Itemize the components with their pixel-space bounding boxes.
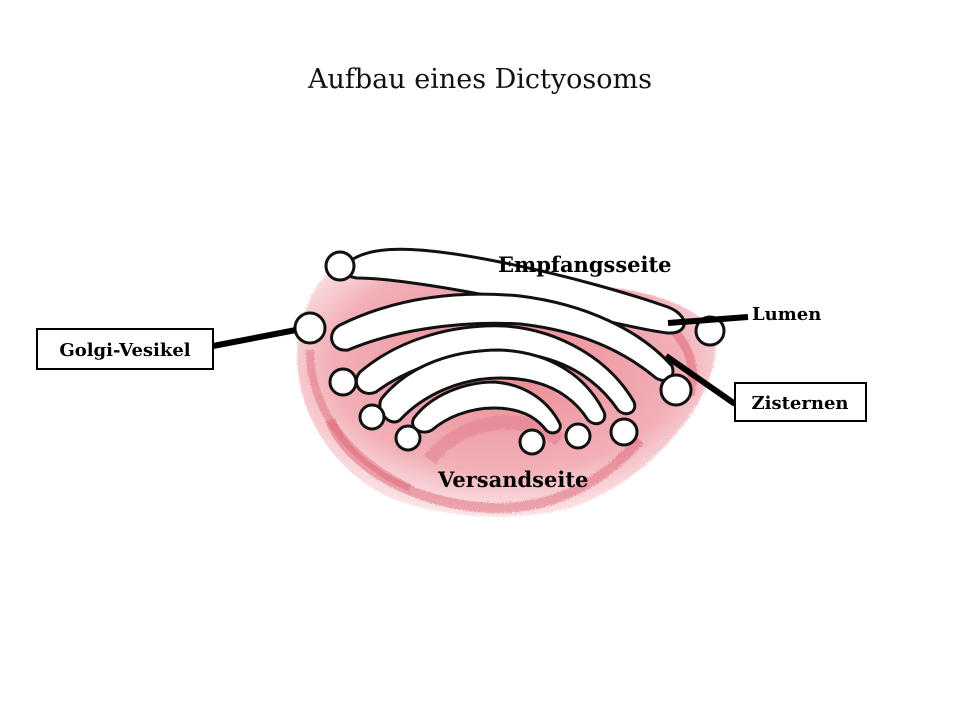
golgi-vesicle <box>293 311 327 345</box>
zisternen-leader <box>664 353 737 407</box>
receiving-side-label: Empfangsseite <box>498 252 672 277</box>
golgi-vesicle-label: Golgi-Vesikel <box>59 340 190 361</box>
zisternen-label: Zisternen <box>752 393 849 414</box>
zisternen-box <box>734 382 867 422</box>
cisterna <box>354 324 637 416</box>
cisterna <box>342 247 686 335</box>
golgi-vesicle <box>518 428 546 456</box>
vesicles <box>293 250 726 456</box>
diagram-title: Aufbau eines Dictyosoms <box>307 64 652 95</box>
golgi-vesicle-box <box>36 328 214 370</box>
golgi-vesicle <box>564 422 592 450</box>
lumen-label: Lumen <box>752 304 821 325</box>
shipping-side-label: Versandseite <box>437 467 588 492</box>
golgi-vesicle <box>609 417 639 447</box>
cisterna <box>411 380 562 435</box>
golgi-vesicle-callout: Golgi-Vesikel <box>36 328 214 370</box>
golgi-vesicle-leader <box>212 327 297 349</box>
cisterna <box>330 292 675 382</box>
zisternen-callout: Zisternen <box>734 382 867 422</box>
cisterna <box>378 348 607 426</box>
lumen-leader <box>667 314 749 326</box>
golgi-vesicle <box>324 250 356 282</box>
golgi-vesicle <box>328 367 358 397</box>
cisternae-stack <box>330 247 686 435</box>
golgi-vesicle <box>659 373 693 407</box>
golgi-vesicle <box>358 403 386 431</box>
golgi-vesicle <box>394 424 422 452</box>
